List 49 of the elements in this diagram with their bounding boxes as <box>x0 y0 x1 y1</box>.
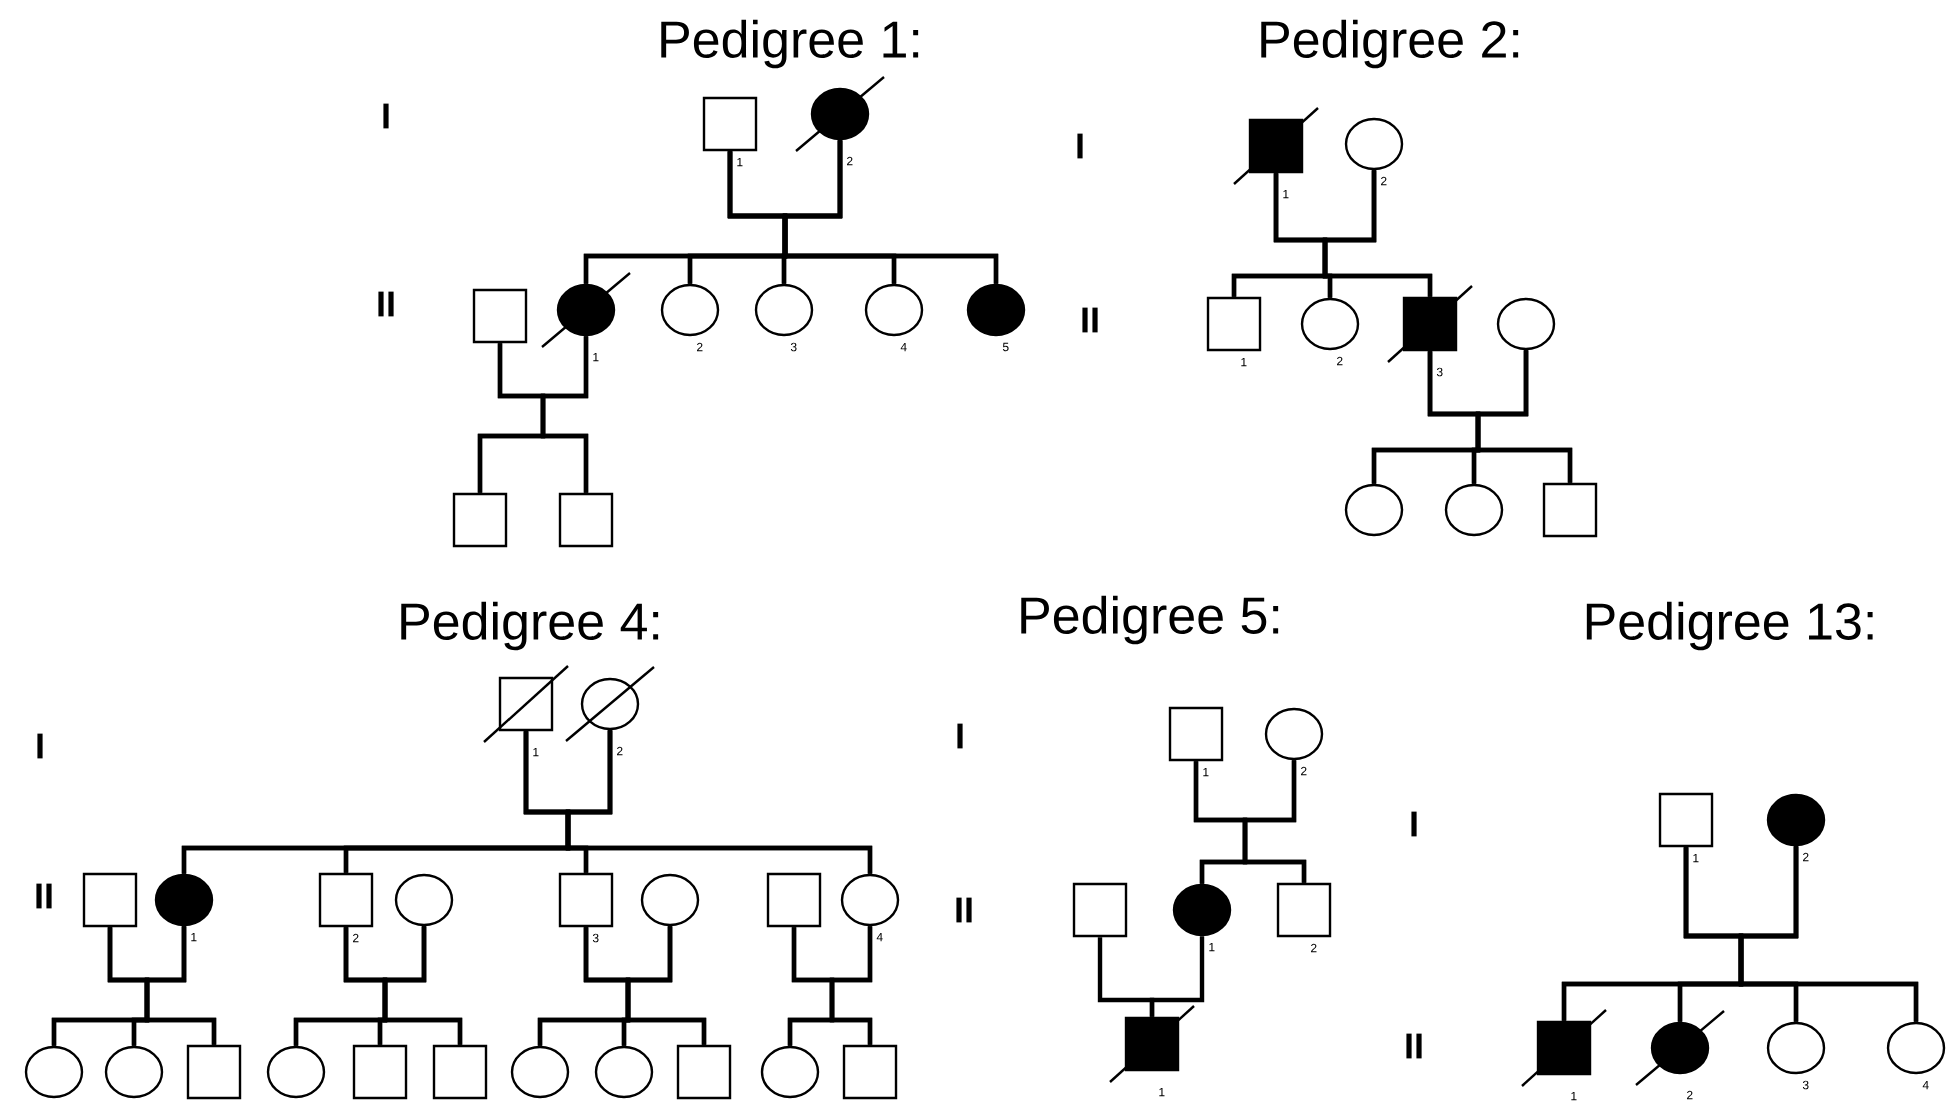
box-symbol <box>842 1044 898 1100</box>
generation-numeral: I <box>1077 133 1083 159</box>
pedigree-line <box>1738 846 1919 1022</box>
circle-symbol <box>104 1045 164 1099</box>
generation-numeral: II <box>1406 1033 1422 1059</box>
pedigree-line <box>144 926 217 1045</box>
box-symbol <box>352 1044 408 1100</box>
pedigree-line <box>1475 350 1573 483</box>
circle-symbol <box>594 1045 654 1099</box>
box-symbol <box>766 872 822 928</box>
box-symbol <box>432 1044 488 1100</box>
box-symbol <box>1542 482 1598 538</box>
box-symbol <box>82 872 138 928</box>
pedigree-line <box>540 336 589 493</box>
box-symbol <box>186 1044 242 1100</box>
circle-symbol <box>1344 483 1404 537</box>
pedigree-title: Pedigree 13: <box>1586 601 1873 651</box>
pedigree-line <box>1322 170 1433 297</box>
generation-numeral: II <box>378 291 394 317</box>
box-symbol <box>472 288 528 344</box>
pedigree-title: Pedigree 2: <box>1261 19 1519 69</box>
circle-symbol <box>640 873 700 927</box>
pedigree-line <box>782 140 999 284</box>
generation-numeral: I <box>1411 811 1417 837</box>
box-symbol <box>676 1044 732 1100</box>
pedigree-line <box>1242 760 1307 883</box>
circle-symbol <box>1496 297 1556 351</box>
pedigree-line <box>829 926 873 1045</box>
circle-symbol <box>266 1045 326 1099</box>
box-symbol <box>452 492 508 548</box>
generation-numeral: II <box>36 883 52 909</box>
circle-symbol <box>24 1045 84 1099</box>
generation-numeral: I <box>383 103 389 129</box>
pedigree-line <box>382 926 463 1045</box>
circle-symbol <box>760 1045 820 1099</box>
generation-numeral: I <box>957 723 963 749</box>
circle-symbol <box>1444 483 1504 537</box>
generation-numeral: I <box>37 733 43 759</box>
generation-numeral: II <box>1082 307 1098 333</box>
pedigree-line <box>1149 936 1205 1017</box>
circle-symbol <box>394 873 454 927</box>
pedigree-line <box>625 926 707 1045</box>
pedigree-title: Pedigree 1: <box>661 19 919 69</box>
box-symbol <box>1072 882 1128 938</box>
generation-numeral: II <box>956 897 972 923</box>
pedigree-title: Pedigree 4: <box>401 601 659 651</box>
pedigree-title: Pedigree 5: <box>1021 595 1279 645</box>
box-symbol <box>558 492 614 548</box>
circle-symbol <box>510 1045 570 1099</box>
